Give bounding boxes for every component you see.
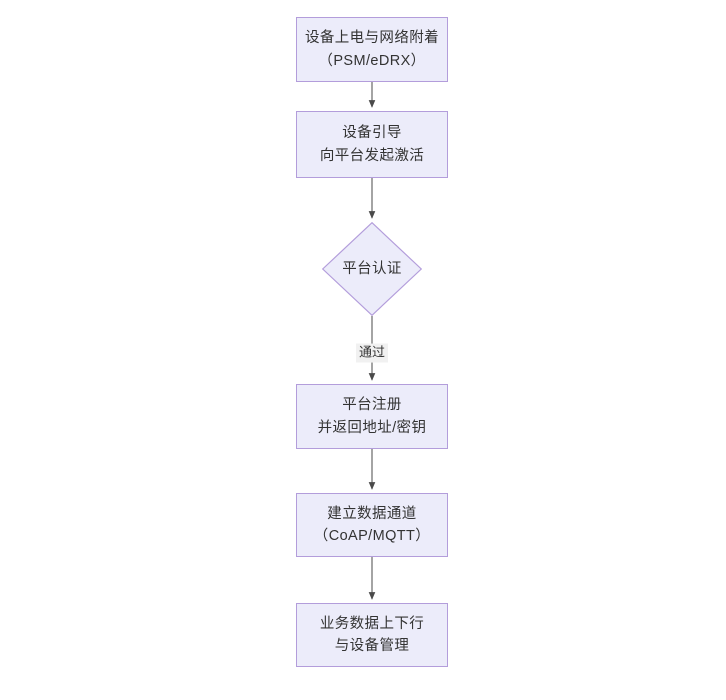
diamond-shape-icon (322, 222, 422, 316)
node-business-data[interactable]: 业务数据上下行 与设备管理 (296, 603, 448, 667)
node-platform-register-line-2: 并返回地址/密钥 (317, 419, 427, 436)
node-power-on-line-1: 设备上电与网络附着 (304, 30, 440, 47)
node-bootstrap[interactable]: 设备引导 向平台发起激活 (296, 111, 448, 178)
node-data-channel-line-1: 建立数据通道 (327, 505, 417, 522)
node-platform-auth[interactable]: 平台认证 (322, 222, 422, 316)
node-power-on-line-2: （PSM/eDRX） (318, 52, 426, 69)
node-data-channel-line-2: （CoAP/MQTT） (313, 528, 431, 544)
node-platform-register[interactable]: 平台注册 并返回地址/密钥 (296, 384, 448, 449)
node-bootstrap-line-1: 设备引导 (342, 125, 402, 142)
node-platform-register-line-1: 平台注册 (342, 397, 402, 414)
node-business-data-line-2: 与设备管理 (334, 638, 410, 654)
node-bootstrap-line-2: 向平台发起激活 (319, 147, 425, 164)
edge-label-pass: 通过 (355, 343, 389, 363)
node-data-channel[interactable]: 建立数据通道 （CoAP/MQTT） (296, 493, 448, 557)
node-power-on[interactable]: 设备上电与网络附着 （PSM/eDRX） (296, 17, 448, 82)
node-platform-auth-label: 平台认证 (342, 260, 402, 277)
node-business-data-line-1: 业务数据上下行 (319, 615, 425, 632)
